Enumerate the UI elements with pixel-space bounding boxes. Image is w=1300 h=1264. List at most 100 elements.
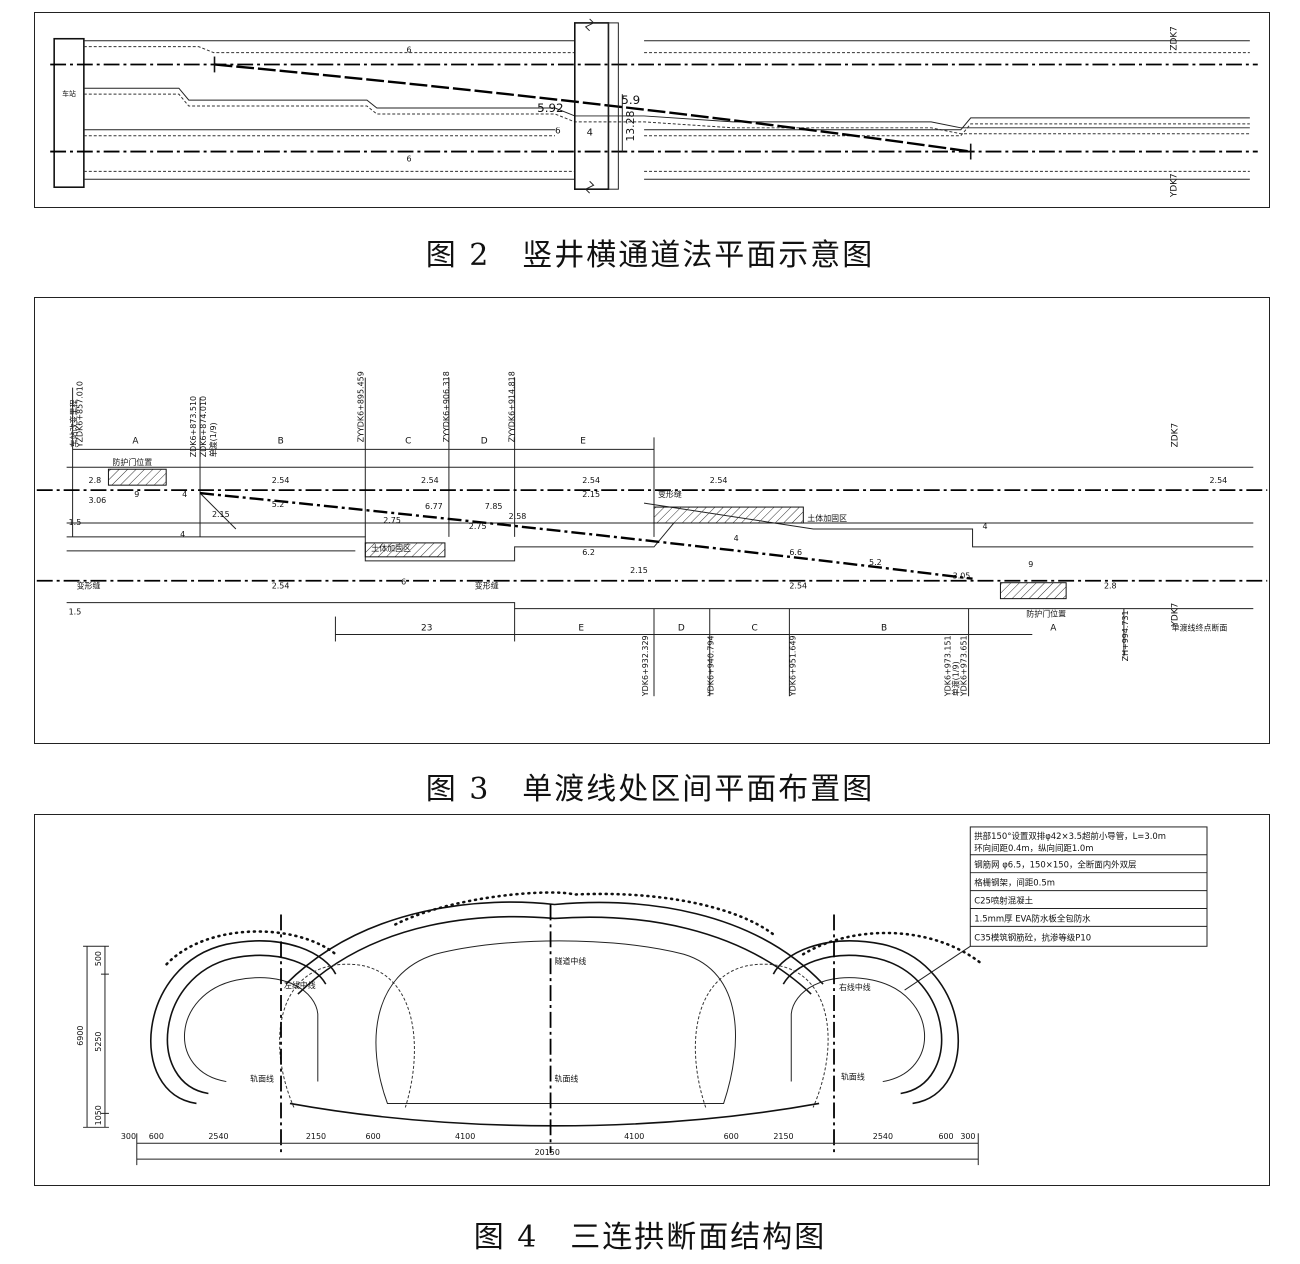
- sta-bot-1: YDK6+932.329: [641, 635, 650, 697]
- seg-bottom-E: E: [578, 624, 584, 634]
- rail-label-3: 轨面线: [841, 1072, 865, 1082]
- dim-6-top: 6: [407, 46, 412, 55]
- dim-b-300-l: 300: [121, 1132, 136, 1141]
- note-soil-reinforce-2: 土体加固区: [807, 513, 847, 523]
- track-ydk-label: YDK7: [1170, 173, 1180, 198]
- dim-6-6: 6.6: [789, 548, 802, 557]
- dim-2-54-a: 2.54: [272, 476, 290, 485]
- note-door-position-1: 防护门位置: [112, 457, 152, 467]
- sta-top-1: YZDK6+857.010: [76, 381, 85, 448]
- sta-bot-3: YDK6+951.649: [788, 635, 797, 697]
- note-deform-joint-3: 变形缝: [475, 581, 499, 591]
- sta-bot-2: YDK6+940.794: [707, 635, 716, 697]
- dim-b-600-ml: 600: [366, 1132, 381, 1141]
- station-label: 车站: [62, 89, 76, 98]
- dim-2-54-f: 2.54: [1209, 476, 1227, 485]
- dim-2-58: 2.58: [509, 512, 527, 521]
- sta-top-3: ZYYDK6+895.459: [356, 371, 365, 442]
- dim-2-54-g: 2.54: [789, 582, 807, 591]
- door-position-zone-top: [107, 468, 167, 486]
- dim-total: 20150: [535, 1148, 560, 1157]
- triple-arch-section: 拱部150°设置双排φ42×3.5超前小导管，L=3.0m 环向间距0.4m，纵…: [76, 826, 1208, 1166]
- dim-2-75-b: 2.75: [469, 522, 487, 531]
- vertical-shaft: [574, 22, 610, 190]
- dim-b-4100-r: 4100: [624, 1132, 644, 1141]
- crossover-line: [214, 63, 971, 153]
- dim-b-300-r: 300: [960, 1132, 975, 1141]
- sta-bot-4-note: 单渡(1/9): [951, 661, 961, 696]
- dim-b-600-mr: 600: [724, 1132, 739, 1141]
- soil-reinforce-zone-2: [653, 506, 804, 524]
- note-door-position-2: 防护门位置: [1026, 609, 1066, 619]
- dim-4-c: 4: [983, 522, 988, 531]
- dim-1-5-a: 1.5: [69, 518, 82, 527]
- legend-item-1b: 环向间距0.4m，纵向间距1.0m: [974, 843, 1093, 853]
- figure-4-caption: 图 4 三连拱断面结构图: [473, 1220, 827, 1255]
- dim-left-5250: 5250: [94, 1032, 103, 1052]
- sta-bot-4: YDK6+973.151: [944, 635, 953, 697]
- left-center-label: 左线中线: [284, 980, 316, 990]
- legend-item-4: C25喷射混凝土: [974, 896, 1033, 906]
- guide-arc-left-center: [279, 963, 415, 1108]
- left-tunnel-outline: [149, 940, 337, 1105]
- track-zdk-label: ZDK7: [1170, 26, 1180, 50]
- dim-2-15-b: 2.15: [582, 490, 600, 499]
- dim-left-1050: 1050: [94, 1105, 103, 1125]
- rail-label-2: 轨面线: [555, 1074, 579, 1084]
- dim-3-06: 3.06: [89, 496, 107, 505]
- dim-7-85: 7.85: [485, 502, 503, 511]
- sta-top-2b: ZDK6+874.010: [199, 396, 208, 457]
- dim-2-54-c: 2.54: [582, 476, 600, 485]
- plan-view-shaft-method: 车站 6 6 5.92 5.9 4 6 13.28 ZDK7 YDK7: [50, 18, 1258, 198]
- dim-2-8: 2.8: [89, 476, 102, 485]
- seg-bottom-C: C: [752, 624, 758, 634]
- seg-top-C: C: [405, 436, 411, 446]
- dim-4-a: 4: [182, 490, 187, 499]
- dim-6-77: 6.77: [425, 502, 443, 511]
- guide-arc-right-center: [694, 963, 829, 1108]
- figure-4-diagram: 拱部150°设置双排φ42×3.5超前小导管，L=3.0m 环向间距0.4m，纵…: [34, 814, 1270, 1186]
- seg-top-D: D: [481, 436, 488, 446]
- right-tunnel-outline: [772, 940, 960, 1105]
- seg-bottom-B: B: [881, 624, 887, 634]
- dim-6-2: 6.2: [582, 548, 595, 557]
- top-tunnel-inner-wall: [83, 46, 1250, 54]
- note-deform-joint-1: 变形缝: [658, 489, 682, 499]
- dim-b-2150-r: 2150: [773, 1132, 793, 1141]
- legend-item-5: 1.5mm厚 EVA防水板全包防水: [974, 913, 1091, 923]
- break-mark-top: [584, 18, 595, 32]
- seg-top-A: A: [132, 436, 139, 446]
- station-block: [53, 37, 85, 188]
- figure-3-diagram: 车站改变里程 YZDK6+857.010 ZDK6+873.510 ZDK6+8…: [34, 297, 1270, 744]
- single-crossover-layout: 车站改变里程 YZDK6+857.010 ZDK6+873.510 ZDK6+8…: [36, 371, 1268, 697]
- seg-top-B: B: [278, 436, 284, 446]
- dim-left-500: 500: [94, 951, 103, 966]
- seg-bottom-23: 23: [421, 624, 432, 634]
- invert-arc: [289, 1102, 820, 1127]
- right-center-label: 右线中线: [839, 982, 871, 992]
- sta-top-2-note: 单渡(1/9): [208, 422, 218, 457]
- dim-3-05: 3.05: [953, 572, 971, 581]
- mid-wall-upper: [83, 87, 1250, 129]
- dim-b-600-l: 600: [149, 1132, 164, 1141]
- sta-bot-5: ZH+994.731: [1121, 610, 1130, 661]
- note-soil-reinforce-1: 土体加固区: [371, 543, 411, 553]
- legend-item-1: 拱部150°设置双排φ42×3.5超前小导管，L=3.0m: [974, 831, 1166, 841]
- dim-b-2150-l: 2150: [306, 1132, 326, 1141]
- dim-2-54-d: 2.54: [710, 476, 728, 485]
- dim-2-75-a: 2.75: [383, 516, 401, 525]
- figure-2-diagram: 车站 6 6 5.92 5.9 4 6 13.28 ZDK7 YDK7: [34, 12, 1270, 208]
- dim-2-54-e: 2.54: [272, 582, 290, 591]
- sta-top-5: ZYYDK6+914.818: [508, 371, 517, 442]
- sta-bot-4b: YDK6+973.651: [960, 635, 969, 697]
- figure-2-caption: 图 2 竖井横通道法平面示意图: [425, 238, 875, 273]
- mid-wall-lower-inner: [83, 123, 1250, 137]
- dim-5-2-b: 5.2: [869, 558, 882, 567]
- left-dimension-lines: 500 5250 6900 1050: [76, 945, 109, 1128]
- dim-4: 4: [587, 128, 593, 139]
- dim-4-b: 4: [734, 534, 739, 543]
- sta-top-2: ZDK6+873.510: [189, 396, 198, 457]
- dim-5-9: 5.9: [621, 93, 640, 107]
- legend-table: 拱部150°设置双排φ42×3.5超前小导管，L=3.0m 环向间距0.4m，纵…: [904, 826, 1208, 991]
- legend-item-2: 钢筋网 φ6.5，150×150，全断面内外双层: [974, 860, 1136, 870]
